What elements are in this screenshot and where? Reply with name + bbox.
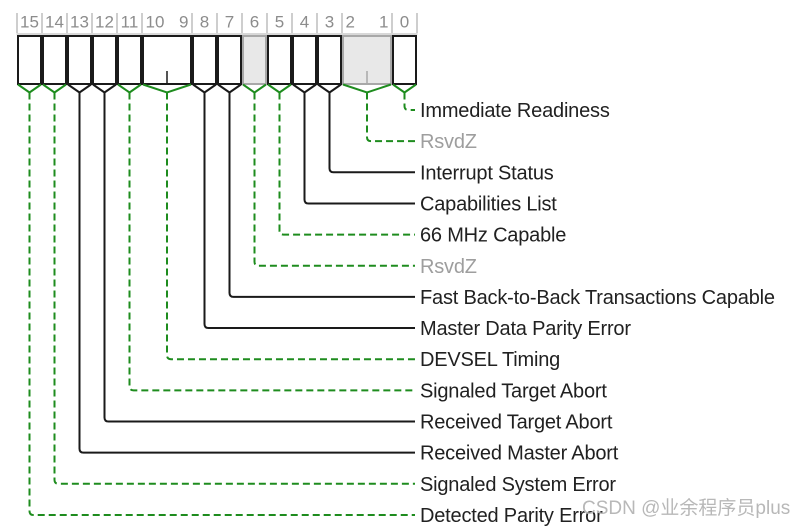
bit-number: 15 xyxy=(20,13,39,32)
field-label: Fast Back-to-Back Transactions Capable xyxy=(420,287,775,309)
cell-connector-v xyxy=(292,83,317,94)
cell-connector-v xyxy=(192,83,217,94)
cell-connector-v xyxy=(142,83,192,94)
cell-connector-v xyxy=(317,83,342,94)
cell-connector-v xyxy=(42,83,67,94)
field-label: Interrupt Status xyxy=(420,162,554,184)
field-leader-line-green xyxy=(28,92,415,516)
field-label: Signaled System Error xyxy=(420,474,616,496)
bit-number: 5 xyxy=(275,13,284,32)
bit-number: 3 xyxy=(325,13,334,32)
bit-number: 7 xyxy=(225,13,234,32)
cell-connector-v xyxy=(242,83,267,94)
cell-connector-v xyxy=(117,83,142,94)
field-label: DEVSEL Timing xyxy=(420,349,560,371)
field-leader-line-black xyxy=(103,92,415,423)
bit-cell-7 xyxy=(217,35,242,85)
field-leader-line-black xyxy=(228,92,415,298)
field-label: Master Data Parity Error xyxy=(420,318,631,340)
field-label: Received Target Abort xyxy=(420,412,613,434)
bit-number: 4 xyxy=(300,13,309,32)
cell-connector-v xyxy=(392,83,417,94)
bit-cell-3 xyxy=(317,35,342,85)
bit-number: 6 xyxy=(250,13,259,32)
field-leader-line-green xyxy=(278,92,415,236)
bit-number: 14 xyxy=(45,13,64,32)
field-label: 66 MHz Capable xyxy=(420,225,566,247)
field-leader-line-green xyxy=(403,92,415,111)
bit-cell-4 xyxy=(292,35,317,85)
field-leader-line-green xyxy=(128,92,415,392)
bit-cell-0 xyxy=(392,35,417,85)
cell-connector-v xyxy=(17,83,42,94)
bit-cell-12 xyxy=(92,35,117,85)
field-leader-line-black xyxy=(303,92,415,205)
bit-number: 1 xyxy=(379,13,388,32)
field-leader-line-black xyxy=(203,92,415,330)
bit-cell-13 xyxy=(67,35,92,85)
field-leader-line-green xyxy=(366,92,415,143)
field-label: Detected Parity Error xyxy=(420,505,603,527)
bit-number: 11 xyxy=(121,13,139,32)
field-leader-line-green xyxy=(166,92,415,361)
bit-number: 9 xyxy=(179,13,188,32)
bit-number: 13 xyxy=(70,13,89,32)
bit-number: 8 xyxy=(200,13,209,32)
cell-connector-v xyxy=(267,83,292,94)
cell-connector-v xyxy=(67,83,92,94)
field-leader-line-green xyxy=(253,92,415,267)
field-label: RsvdZ xyxy=(420,256,477,278)
cell-connector-v xyxy=(342,83,392,94)
bit-number: 12 xyxy=(95,13,114,32)
cell-connector-v xyxy=(92,83,117,94)
bit-cell-6 xyxy=(242,35,267,85)
field-label: Received Master Abort xyxy=(420,443,619,465)
bit-cell-8 xyxy=(192,35,217,85)
watermark: CSDN @业余程序员plus xyxy=(582,497,790,519)
bit-number: 10 xyxy=(146,13,165,32)
bit-number: 0 xyxy=(400,13,409,32)
field-leader-line-green xyxy=(53,92,415,485)
field-label: Capabilities List xyxy=(420,193,557,215)
bit-cell-14 xyxy=(42,35,67,85)
bit-cell-11 xyxy=(117,35,142,85)
bit-cell-5 xyxy=(267,35,292,85)
field-label: RsvdZ xyxy=(420,131,477,153)
field-label: Immediate Readiness xyxy=(420,100,610,122)
cell-connector-v xyxy=(217,83,242,94)
bit-cell-15 xyxy=(17,35,42,85)
field-leader-line-black xyxy=(328,92,415,174)
bit-number: 2 xyxy=(346,13,355,32)
field-leader-line-black xyxy=(78,92,415,454)
field-label: Signaled Target Abort xyxy=(420,380,607,402)
